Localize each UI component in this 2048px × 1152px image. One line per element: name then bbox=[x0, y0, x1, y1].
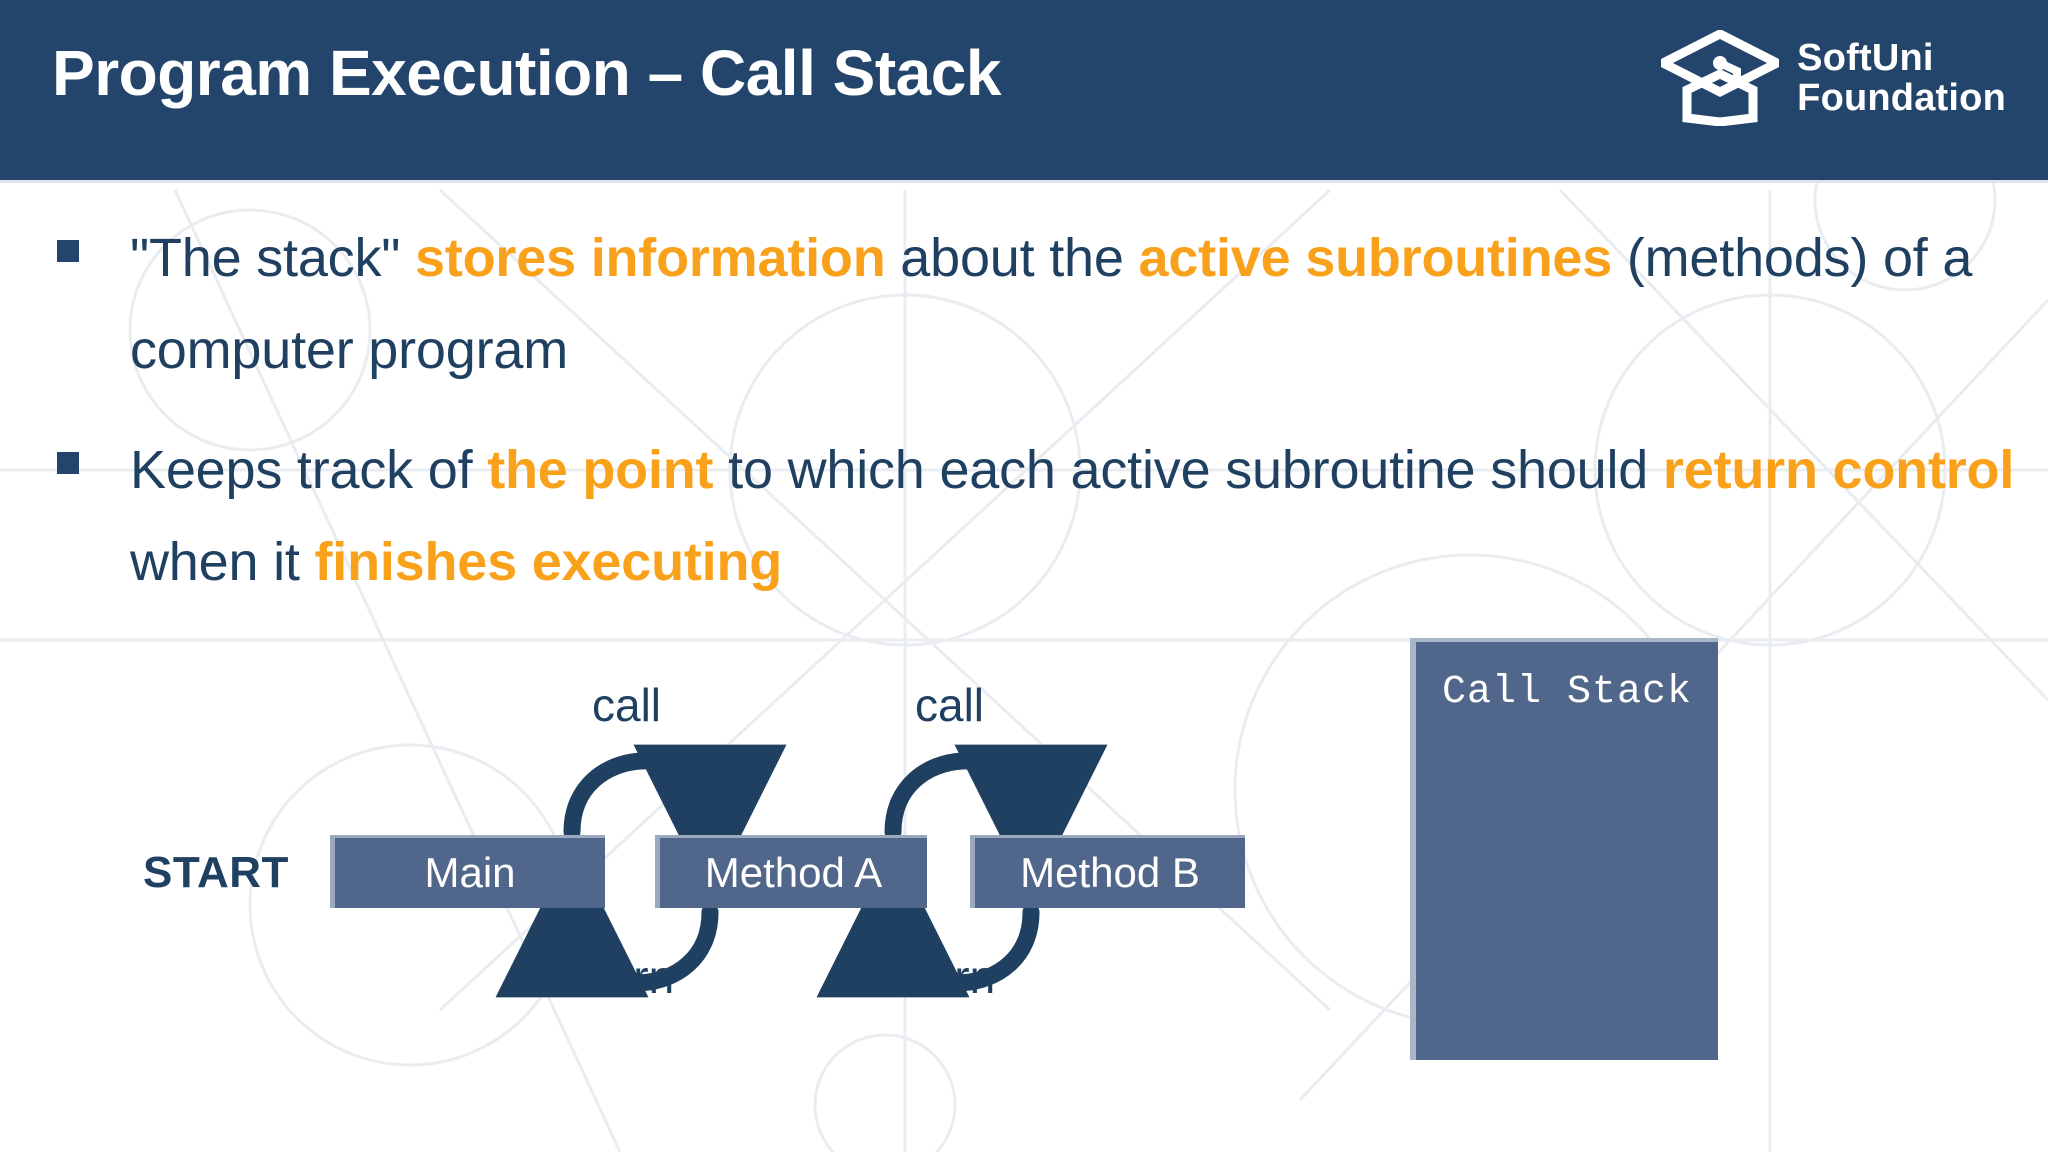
arrow-label-return-1: return bbox=[554, 951, 675, 1003]
logo-text: SoftUni Foundation bbox=[1797, 38, 2006, 118]
logo-line-1: SoftUni bbox=[1797, 37, 1934, 79]
method-box-method-b-label: Method B bbox=[1020, 849, 1200, 896]
page-title: Program Execution – Call Stack bbox=[52, 37, 1001, 109]
logo-line-2: Foundation bbox=[1797, 77, 2006, 119]
bullet-2-seg-1: the point bbox=[487, 440, 714, 500]
arrow-label-return-2: return bbox=[875, 951, 996, 1003]
bullet-1-seg-0: "The stack" bbox=[130, 228, 416, 288]
bullet-item-1: "The stack" stores information about the… bbox=[48, 212, 2018, 396]
call-stack-panel: Call Stack bbox=[1410, 638, 1718, 1060]
bullet-1-seg-1: stores information bbox=[415, 228, 886, 288]
arrow-label-call-2: call bbox=[915, 679, 985, 731]
call-arrow-1 bbox=[563, 744, 787, 898]
method-box-method-b: Method B bbox=[970, 835, 1245, 908]
method-box-method-a-label: Method A bbox=[704, 849, 883, 896]
call-stack-title: Call Stack bbox=[1441, 670, 1693, 715]
bullet-2-seg-0: Keeps track of bbox=[130, 440, 488, 500]
bullet-2-seg-2: to which each active subroutine should bbox=[713, 440, 1663, 500]
bullet-2-seg-3: return control bbox=[1662, 440, 2015, 500]
slide-header: Program Execution – Call Stack SoftUni F… bbox=[0, 0, 2048, 183]
method-box-main: Main bbox=[330, 835, 605, 908]
bullet-item-2: Keeps track of the point to which each a… bbox=[48, 424, 2018, 608]
graduation-cap-icon bbox=[1661, 30, 1780, 126]
call-stack-diagram: START call call return return bbox=[0, 620, 2048, 1080]
square-bullet-icon bbox=[57, 452, 79, 474]
square-bullet-icon bbox=[57, 240, 79, 262]
bullet-list: "The stack" stores information about the… bbox=[48, 212, 2018, 636]
arrow-label-call-1: call bbox=[592, 679, 662, 731]
bullet-2-seg-4: when it bbox=[130, 532, 315, 592]
method-box-main-label: Main bbox=[424, 849, 516, 896]
method-box-method-a: Method A bbox=[655, 835, 927, 908]
bullet-text-1: "The stack" stores information about the… bbox=[130, 228, 1972, 380]
bullet-text-2: Keeps track of the point to which each a… bbox=[130, 440, 2014, 592]
call-arrow-2 bbox=[884, 744, 1108, 898]
bullet-1-seg-2: about the bbox=[885, 228, 1139, 288]
bullet-2-seg-5: finishes executing bbox=[314, 532, 783, 592]
bullet-1-seg-3: active subroutines bbox=[1138, 228, 1613, 288]
softuni-foundation-logo: SoftUni Foundation bbox=[1661, 30, 2006, 126]
